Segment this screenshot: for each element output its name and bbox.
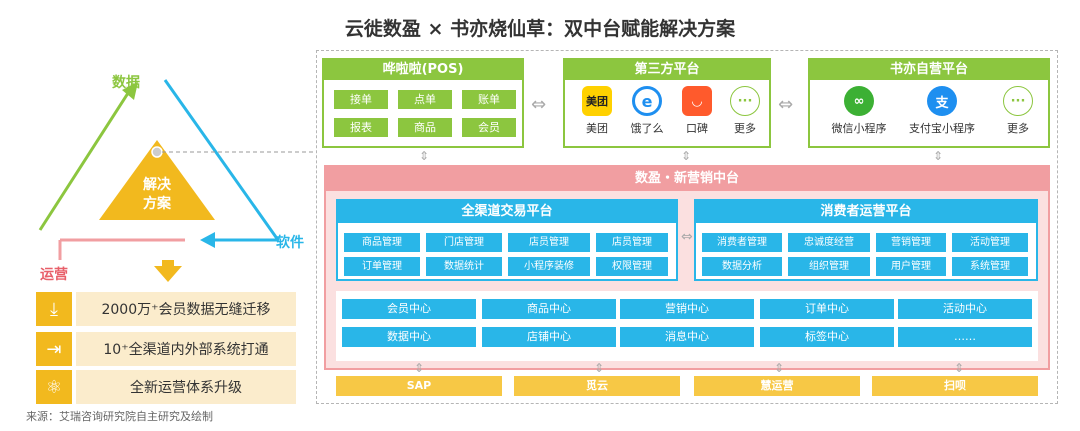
door-icon: ⇥ [36, 332, 72, 366]
feature-row: ⤓ 2000万⁺会员数据无缝迁移 [36, 292, 296, 326]
center-button: 会员中心 [342, 299, 476, 319]
vertical-arrow-icon: ⇕ [933, 149, 944, 163]
trade-platform-title: 全渠道交易平台 [338, 201, 676, 223]
trade-button: 店员管理 [596, 233, 668, 252]
system-sap: SAP [336, 376, 502, 396]
more-app: ··· 更多 [717, 86, 773, 136]
pos-button: 点单 [398, 90, 452, 109]
pos-box: 哗啦啦(POS) 接单 点单 账单 报表 商品 会员 [322, 58, 524, 148]
data-label: 数据 [112, 75, 140, 91]
feature-row: ⚛ 全新运营体系升级 [36, 370, 296, 404]
software-label: 软件 [276, 235, 304, 251]
trade-button: 订单管理 [344, 257, 420, 276]
center-button: 订单中心 [760, 299, 894, 319]
center-button: …… [898, 327, 1032, 347]
center-button: 活动中心 [898, 299, 1032, 319]
ops-label: 运营 [40, 267, 68, 283]
mini-program-icon: ∞ [844, 86, 874, 116]
solution-triangle [99, 140, 215, 220]
software-line [163, 79, 280, 241]
meituan-icon: 美团 [582, 86, 612, 116]
consumer-platform-title: 消费者运营平台 [696, 201, 1036, 223]
consumer-button: 组织管理 [788, 257, 870, 276]
consumer-button: 忠诚度经营 [788, 233, 870, 252]
vertical-arrow-icon: ⇕ [419, 149, 430, 163]
marketing-platform-box: 数盈・新营销中台 全渠道交易平台 商品管理 门店管理 店员管理 店员管理 订单管… [324, 165, 1050, 370]
consumer-platform-box: 消费者运营平台 消费者管理 忠诚度经营 营销管理 活动管理 数据分析 组织管理 … [694, 199, 1038, 281]
pos-button: 接单 [334, 90, 388, 109]
trade-button: 门店管理 [426, 233, 502, 252]
bidirectional-arrow-icon: ⇔ [681, 229, 693, 245]
vertical-arrow-icon: ⇕ [774, 361, 785, 375]
solution-label: 解决 方案 [143, 177, 171, 212]
consumer-button: 系统管理 [952, 257, 1028, 276]
self-platform-title: 书亦自营平台 [810, 60, 1048, 80]
eleme-app: e 饿了么 [619, 86, 675, 136]
pos-button: 账单 [462, 90, 516, 109]
data-arrowhead-icon [122, 82, 138, 100]
pos-button: 商品 [398, 118, 452, 137]
page-title: 云徙数盈 × 书亦烧仙草：双中台赋能解决方案 [344, 18, 736, 40]
center-button: 消息中心 [620, 327, 754, 347]
more-app: ··· 更多 [990, 86, 1046, 136]
vertical-arrow-icon: ⇕ [954, 361, 965, 375]
system-huiyunying: 慧运营 [694, 376, 860, 396]
down-arrow-icon [154, 266, 182, 282]
software-arrowhead-icon [200, 232, 215, 248]
center-button: 店铺中心 [482, 327, 616, 347]
third-party-box: 第三方平台 美团 美团 e 饿了么 ◡ 口碑 ··· 更多 [563, 58, 771, 148]
more-icon: ··· [730, 86, 760, 116]
vertical-arrow-icon: ⇕ [681, 149, 692, 163]
system-miyun: 觅云 [514, 376, 680, 396]
architecture-panel [316, 50, 1058, 404]
download-icon: ⤓ [36, 292, 72, 326]
vertical-arrow-icon: ⇕ [594, 361, 605, 375]
vertical-arrow-icon: ⇕ [414, 361, 425, 375]
data-arrow-line [38, 89, 132, 231]
more-icon: ··· [1003, 86, 1033, 116]
consumer-button: 数据分析 [702, 257, 782, 276]
trade-button: 小程序装修 [508, 257, 590, 276]
trade-button: 店员管理 [508, 233, 590, 252]
wechat-mini-program-app: ∞ 微信小程序 [822, 86, 896, 136]
triangle-diagram [38, 79, 316, 260]
bidirectional-arrow-icon: ⇔ [531, 94, 547, 115]
self-platform-box: 书亦自营平台 ∞ 微信小程序 支 支付宝小程序 ··· 更多 [808, 58, 1050, 148]
pos-button: 会员 [462, 118, 516, 137]
bidirectional-arrow-icon: ⇔ [778, 94, 794, 115]
center-button: 商品中心 [482, 299, 616, 319]
third-party-title: 第三方平台 [565, 60, 769, 80]
meituan-app: 美团 美团 [569, 86, 625, 136]
alipay-icon: 支 [927, 86, 957, 116]
marketing-platform-title: 数盈・新营销中台 [326, 167, 1048, 191]
center-button: 标签中心 [760, 327, 894, 347]
trade-platform-box: 全渠道交易平台 商品管理 门店管理 店员管理 店员管理 订单管理 数据统计 小程… [336, 199, 678, 281]
trade-button: 数据统计 [426, 257, 502, 276]
center-button: 数据中心 [342, 327, 476, 347]
alipay-mini-program-app: 支 支付宝小程序 [900, 86, 984, 136]
atom-icon: ⚛ [36, 370, 72, 404]
consumer-button: 消费者管理 [702, 233, 782, 252]
consumer-button: 活动管理 [952, 233, 1028, 252]
trade-button: 商品管理 [344, 233, 420, 252]
pos-title: 哗啦啦(POS) [324, 60, 522, 80]
consumer-button: 营销管理 [876, 233, 946, 252]
trade-button: 权限管理 [596, 257, 668, 276]
source-note: 来源：艾瑞咨询研究院自主研究及绘制 [26, 410, 213, 423]
consumer-button: 用户管理 [876, 257, 946, 276]
koubei-icon: ◡ [682, 86, 712, 116]
system-saobei: 扫呗 [872, 376, 1038, 396]
koubei-app: ◡ 口碑 [669, 86, 725, 136]
feature-row: ⇥ 10⁺全渠道内外部系统打通 [36, 332, 296, 366]
center-button: 营销中心 [620, 299, 754, 319]
service-centers: 会员中心 商品中心 营销中心 订单中心 活动中心 数据中心 店铺中心 消息中心 … [336, 291, 1038, 361]
eleme-icon: e [632, 86, 662, 116]
pos-button: 报表 [334, 118, 388, 137]
